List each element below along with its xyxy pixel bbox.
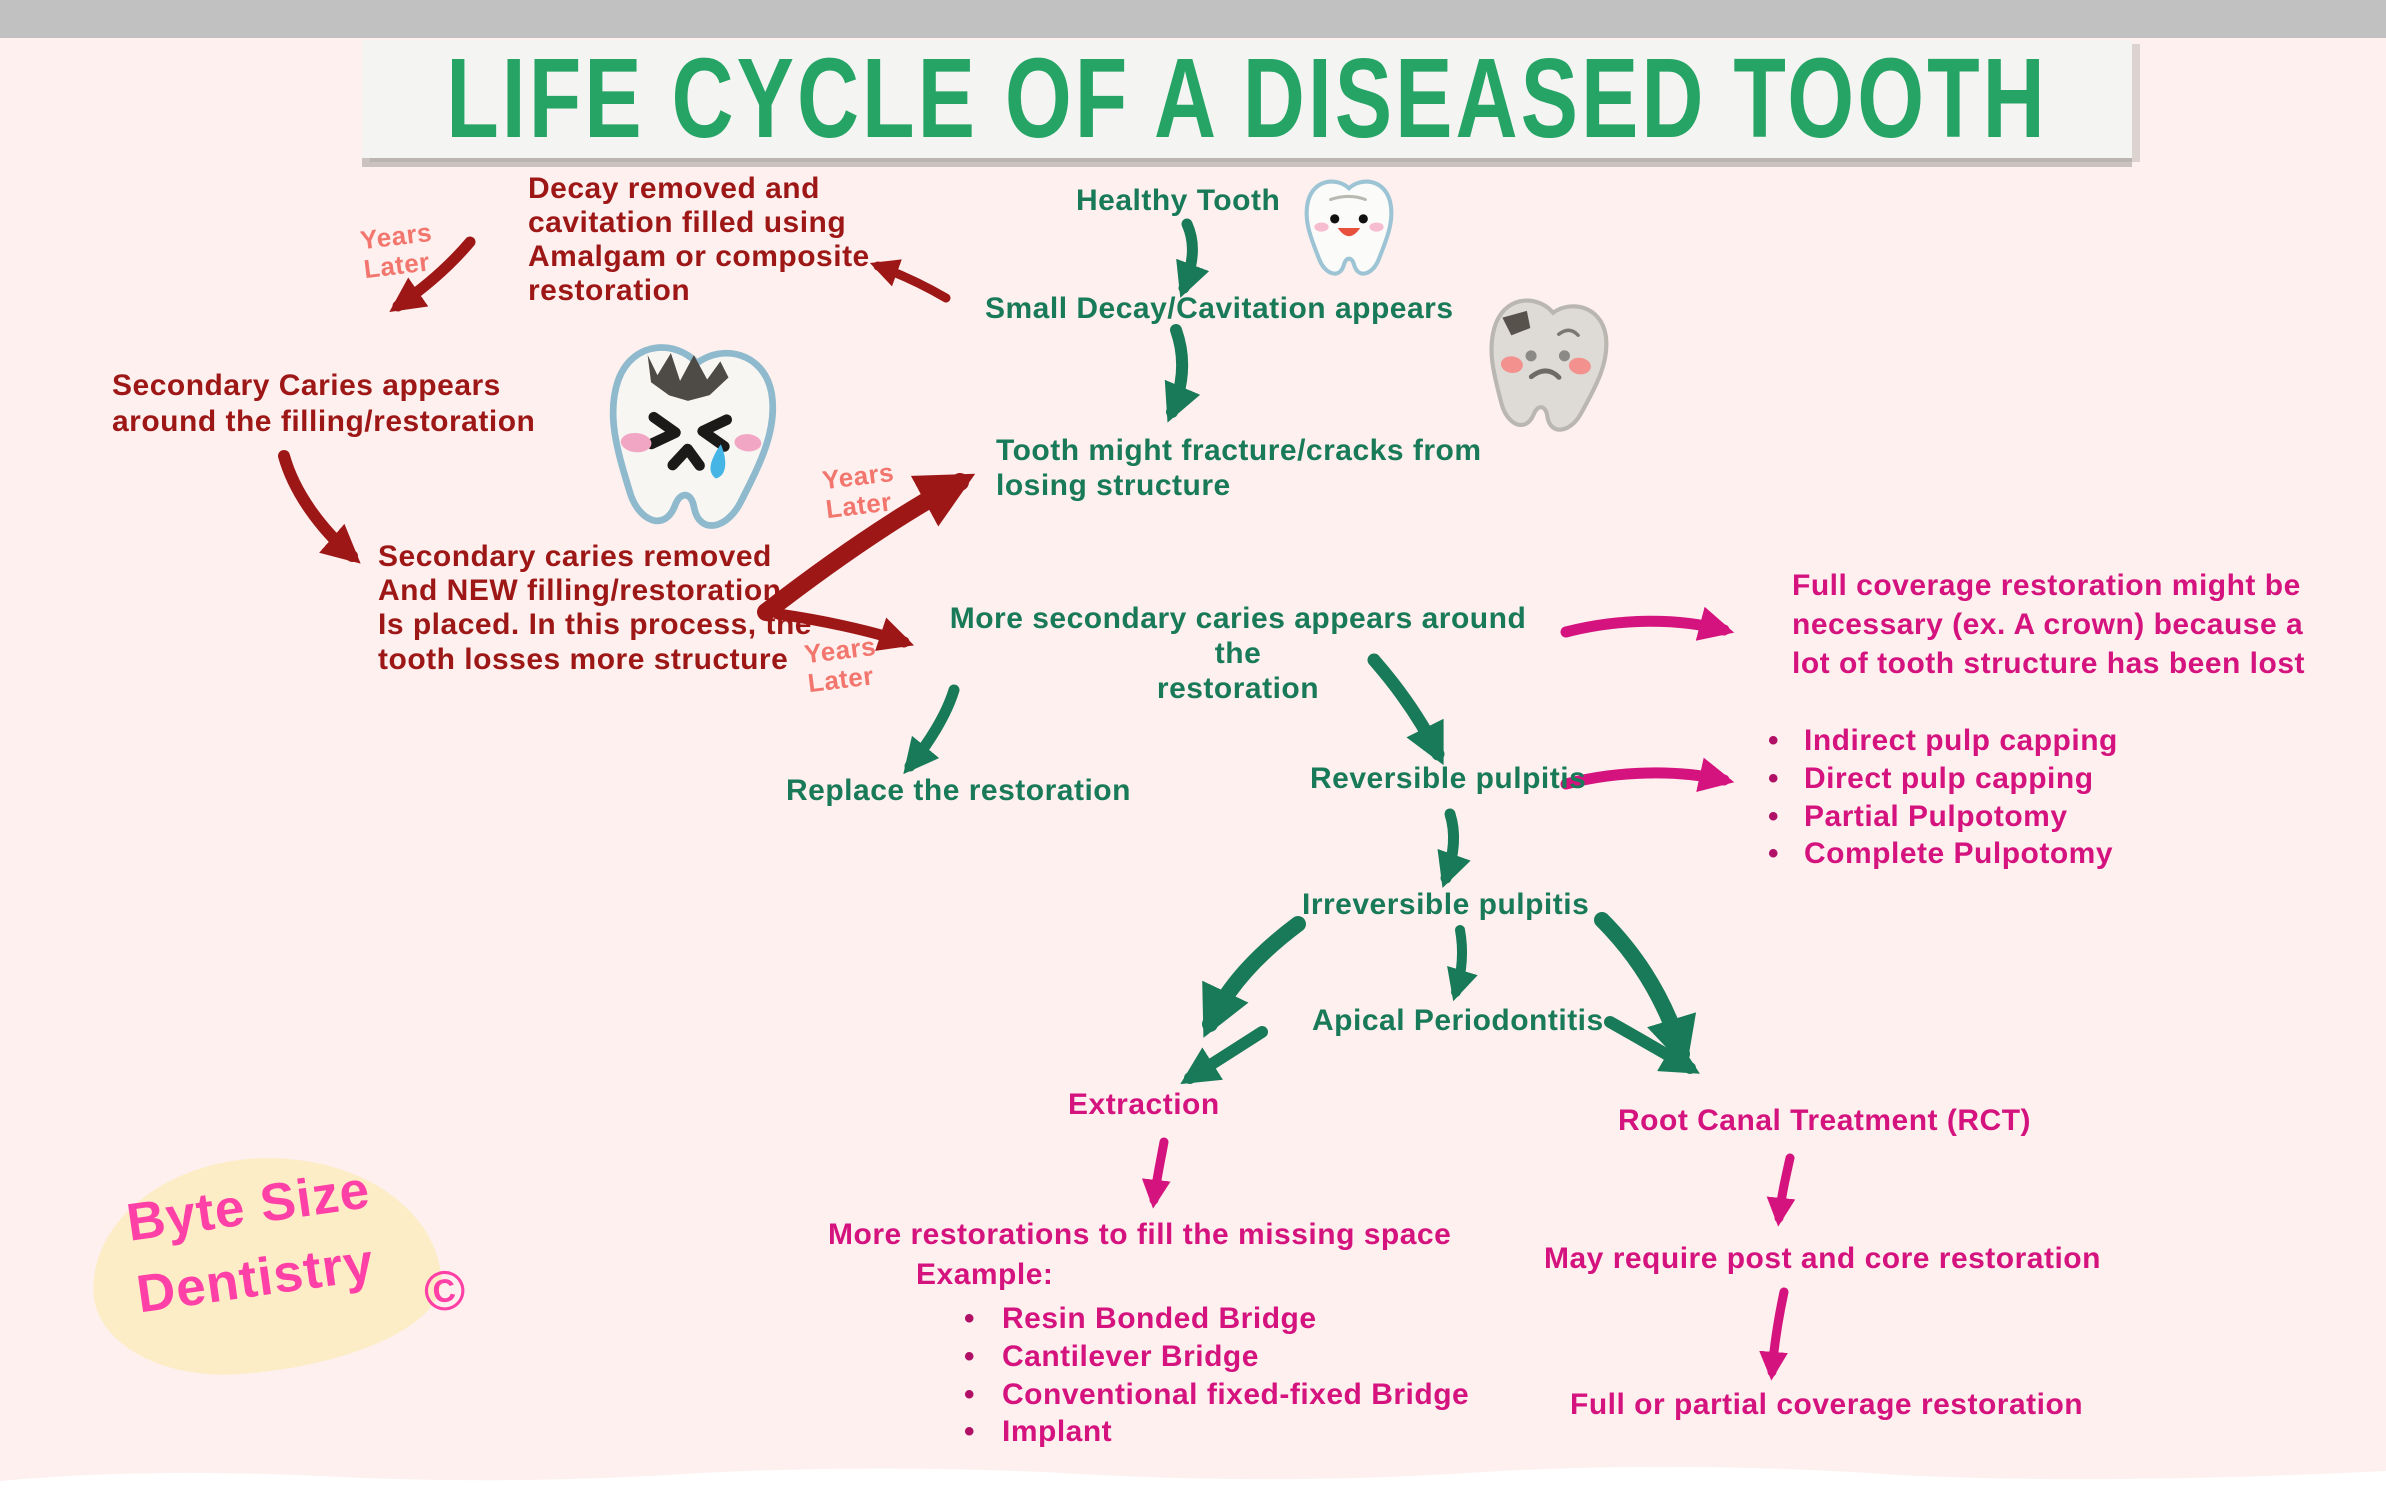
arrow-extraction-to-more-restorations — [1141, 1137, 1171, 1209]
node-secondary-caries-removed: Secondary caries removed And NEW filling… — [378, 540, 812, 676]
label-years-later-3: Years Later — [802, 630, 878, 699]
list-item: Indirect pulp capping — [1768, 722, 2118, 760]
arrow-post-core-to-full-partial — [1759, 1287, 1789, 1381]
sad-decayed-tooth-illustration — [1489, 298, 1609, 432]
node-secondary-caries-appears: Secondary Caries appears around the fill… — [112, 369, 536, 438]
list-item: Implant — [950, 1413, 1469, 1451]
page-title: LIFE CYCLE OF A DISEASED TOOTH — [446, 34, 2048, 162]
list-item: Partial Pulpotomy — [1768, 798, 2118, 836]
list-item: Conventional fixed-fixed Bridge — [950, 1376, 1469, 1414]
arrow-small-decay-to-filling — [869, 259, 951, 303]
node-more-secondary-caries: More secondary caries appears around the… — [949, 602, 1527, 705]
list-item: Direct pulp capping — [1768, 760, 2118, 798]
label-example: Example: — [916, 1258, 1054, 1291]
arrow-healthy-to-small-decay — [1176, 218, 1210, 298]
copyright-icon: © — [420, 1257, 469, 1324]
node-irreversible-pulpitis: Irreversible pulpitis — [1302, 888, 1590, 921]
crying-decayed-tooth-illustration — [609, 344, 777, 529]
node-small-decay: Small Decay/Cavitation appears — [985, 292, 1454, 325]
bridge-options-list: Resin Bonded Bridge Cantilever Bridge Co… — [950, 1300, 1469, 1451]
arrow-years-later-to-more-caries — [772, 608, 915, 651]
arrow-irreversible-to-apical — [1447, 925, 1478, 1002]
arrow-reversible-to-pulp-options — [1560, 757, 1735, 792]
label-years-later-1: Years Later — [358, 216, 434, 285]
arrow-irreversible-to-extraction — [1202, 916, 1306, 1038]
list-item: Complete Pulpotomy — [1768, 835, 2118, 873]
bottom-paper-edge — [0, 1466, 2386, 1491]
list-item: Resin Bonded Bridge — [950, 1300, 1469, 1338]
arrow-more-caries-to-replace — [903, 684, 960, 775]
node-full-coverage: Full coverage restoration might be neces… — [1792, 569, 2306, 680]
node-root-canal: Root Canal Treatment (RCT) — [1618, 1104, 2032, 1137]
arrow-years-later-to-secondary-caries — [389, 236, 476, 313]
node-replace-restoration: Replace the restoration — [786, 774, 1131, 807]
node-full-or-partial: Full or partial coverage restoration — [1570, 1388, 2084, 1421]
node-healthy-tooth: Healthy Tooth — [1076, 184, 1281, 217]
node-decay-removed: Decay removed and cavitation filled usin… — [528, 172, 870, 307]
node-apical-periodontitis: Apical Periodontitis — [1312, 1004, 1604, 1037]
arrow-rct-to-post-core — [1766, 1153, 1796, 1227]
arrow-apical-to-rct — [1604, 1016, 1700, 1074]
arrow-reversible-to-irreversible — [1437, 808, 1471, 888]
pulp-options-list: Indirect pulp capping Direct pulp cappin… — [1768, 722, 2118, 873]
arrow-to-full-coverage — [1560, 606, 1735, 641]
list-item: Cantilever Bridge — [950, 1338, 1469, 1376]
node-extraction: Extraction — [1068, 1088, 1220, 1121]
arrow-secondary-caries-to-removed — [278, 450, 361, 564]
node-post-core: May require post and core restoration — [1544, 1242, 2101, 1275]
title-banner: LIFE CYCLE OF A DISEASED TOOTH — [362, 35, 2132, 162]
top-gray-strip — [0, 0, 2386, 38]
node-fracture: Tooth might fracture/cracks from losing … — [996, 434, 1482, 502]
arrow-years-later-to-fracture — [757, 473, 976, 621]
healthy-tooth-illustration — [1304, 179, 1394, 276]
arrow-more-caries-to-reversible — [1367, 653, 1445, 766]
arrow-apical-to-extraction — [1180, 1026, 1268, 1085]
node-more-restorations: More restorations to fill the missing sp… — [828, 1218, 1452, 1251]
label-years-later-2: Years Later — [820, 456, 896, 525]
node-reversible-pulpitis: Reversible pulpitis — [1310, 762, 1587, 795]
arrow-small-decay-to-fracture — [1164, 324, 1201, 423]
